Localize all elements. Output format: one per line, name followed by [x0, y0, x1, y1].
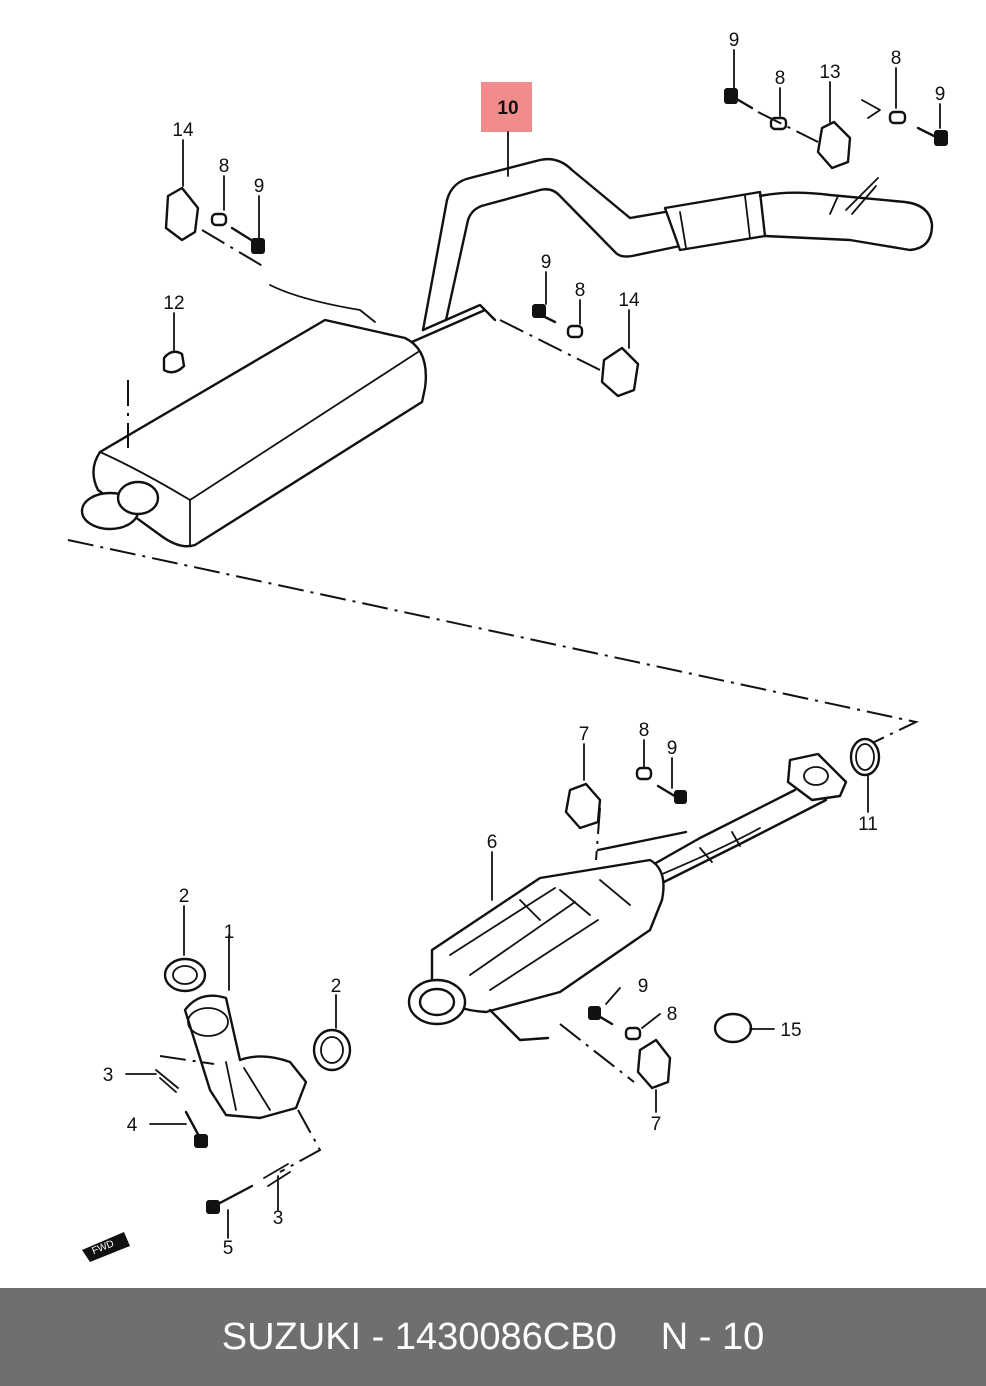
callout-9: 9	[254, 176, 265, 197]
callout-9: 9	[541, 252, 552, 273]
callout-8: 8	[639, 720, 650, 741]
callout-7: 7	[579, 724, 590, 745]
catalytic-converter	[407, 858, 665, 1042]
callout-14: 14	[618, 290, 640, 311]
callout-8: 8	[891, 48, 902, 69]
callout-11: 11	[858, 814, 878, 835]
callout-12: 12	[163, 293, 184, 314]
callout-labels: 10 9 8 13 8 9 14 8 9 12 9 8 14 7 8 9 11 …	[103, 30, 946, 1259]
callout-9: 9	[638, 976, 649, 997]
callout-4: 4	[127, 1115, 138, 1136]
callout-1: 1	[224, 922, 235, 943]
callout-6: 6	[487, 832, 498, 853]
callout-8: 8	[575, 280, 586, 301]
callout-8: 8	[219, 156, 230, 177]
lower-leaders	[125, 739, 869, 1239]
front-pipe	[155, 957, 352, 1214]
callout-2: 2	[331, 976, 342, 997]
callout-3: 3	[103, 1065, 114, 1086]
highlight-box	[481, 82, 532, 132]
callout-8: 8	[667, 1004, 678, 1025]
callout-9: 9	[667, 738, 678, 759]
footer-bar: SUZUKI - 1430086CB0 N - 10	[0, 1288, 986, 1386]
callout-5: 5	[223, 1238, 234, 1259]
callout-7: 7	[651, 1114, 662, 1135]
top-hardware	[162, 88, 948, 398]
callout-14: 14	[172, 120, 194, 141]
fwd-arrow-icon: FWD	[82, 1232, 130, 1262]
tail-pipe	[403, 157, 934, 347]
callout-10: 10	[497, 98, 518, 119]
callout-8: 8	[775, 68, 786, 89]
connection-guideline	[67, 539, 920, 747]
center-pipe	[596, 752, 848, 886]
top-leaders	[127, 49, 941, 448]
callout-9: 9	[729, 30, 740, 51]
lower-hardware	[564, 737, 881, 1090]
muffler	[80, 284, 427, 548]
reference-label: N - 10	[660, 1315, 765, 1358]
part-number-label: SUZUKI - 1430086CB0	[221, 1315, 617, 1358]
callout-9: 9	[935, 84, 946, 105]
exhaust-system-diagram: FWD 10 9 8 13 8 9 14 8 9 12 9 8	[67, 30, 948, 1262]
callout-13: 13	[819, 62, 840, 83]
callout-15: 15	[780, 1020, 801, 1041]
callout-3: 3	[273, 1208, 284, 1229]
callout-2: 2	[179, 886, 190, 907]
